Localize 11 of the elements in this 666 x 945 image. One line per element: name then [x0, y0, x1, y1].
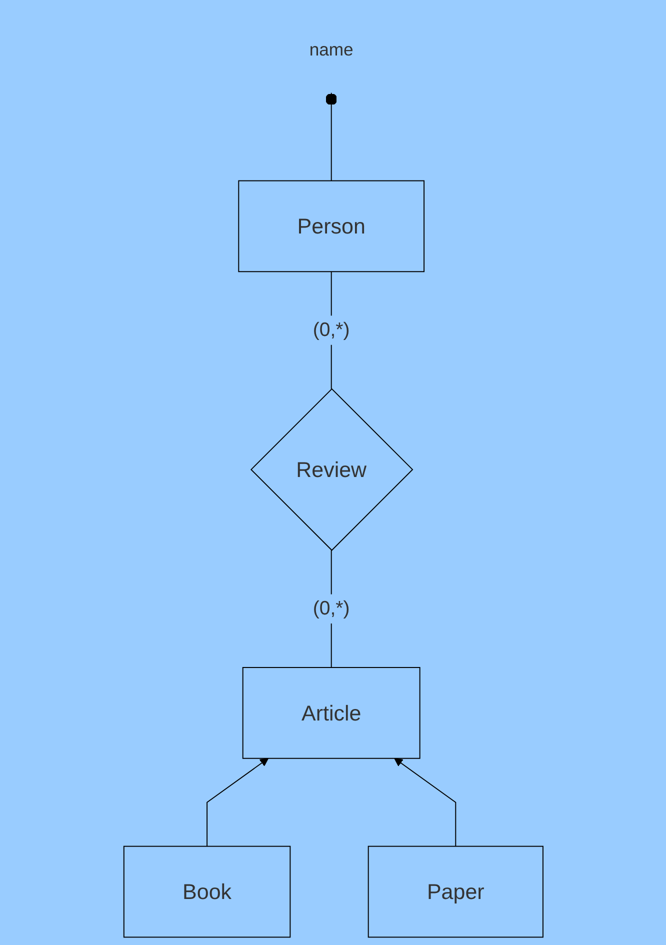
- edge-label: (0,*): [312, 320, 350, 342]
- node-box: Article: [242, 667, 420, 759]
- node-text: name: [308, 40, 353, 60]
- arrow: [206, 758, 268, 847]
- node-diamond: Review: [250, 388, 413, 551]
- node-box: Person: [238, 180, 424, 272]
- arrow: [394, 758, 456, 847]
- connector: [325, 92, 337, 182]
- edge-label: (0,*): [312, 598, 350, 620]
- node-box: Book: [122, 846, 290, 938]
- node-box: Paper: [367, 846, 544, 938]
